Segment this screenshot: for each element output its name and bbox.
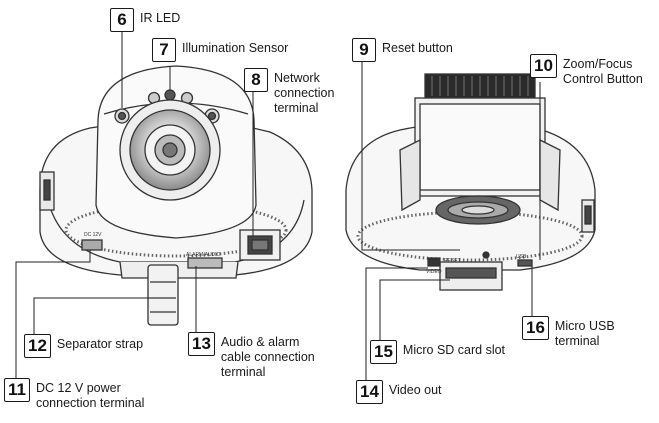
callout-network-terminal: 8 Network connection terminal (244, 68, 334, 116)
callout-dc-power-terminal: 11 DC 12 V power connection terminal (4, 378, 144, 411)
callout-ir-led: 6 IR LED (110, 8, 180, 32)
callout-illumination-sensor: 7 Illumination Sensor (152, 38, 288, 62)
leader-15 (379, 279, 450, 345)
video-marking: VIDEO (426, 269, 442, 275)
callout-label: Video out (388, 383, 442, 397)
callout-reset-button: 9 Reset button (352, 38, 453, 62)
dc-marking: DC 12V (84, 232, 102, 238)
usb-marking: USB (516, 254, 527, 260)
leader-11 (15, 250, 91, 380)
leader-lines (15, 30, 541, 380)
callout-label: Micro USB terminal (554, 319, 615, 348)
alarm-audio-marking: ALARM/AUDIO (186, 252, 221, 258)
callout-number: 13 (188, 332, 215, 356)
callout-label: Network connection terminal (274, 71, 335, 115)
leader-12 (33, 297, 150, 345)
callout-number: 9 (352, 38, 376, 62)
callout-micro-usb-terminal: 16 Micro USB terminal (522, 316, 615, 349)
callout-separator-strap: 12 Separator strap (24, 334, 143, 358)
callout-label: Illumination Sensor (182, 41, 289, 55)
callout-video-out: 14 Video out (356, 380, 442, 404)
callout-number: 10 (530, 54, 557, 78)
callout-audio-alarm-terminal: 13 Audio & alarm cable connection termin… (188, 332, 315, 380)
callout-label: DC 12 V power connection terminal (35, 381, 145, 410)
callout-number: 14 (356, 380, 383, 404)
callout-number: 6 (110, 8, 134, 32)
callout-label: Separator strap (56, 337, 144, 351)
callout-number: 12 (24, 334, 51, 358)
callout-number: 16 (522, 316, 549, 340)
rear-camera-view (345, 73, 596, 291)
callout-label: Zoom/Focus Control Button (562, 57, 643, 86)
callout-zoom-focus-button: 10 Zoom/Focus Control Button (530, 54, 643, 87)
callout-micro-sd-slot: 15 Micro SD card slot (370, 340, 505, 364)
reset-marking: RESET (444, 258, 461, 264)
front-camera-view (39, 65, 313, 326)
callout-label: IR LED (140, 11, 181, 25)
callout-label: Reset button (382, 41, 453, 55)
callout-number: 15 (370, 340, 397, 364)
callout-number: 7 (152, 38, 176, 62)
leader-9 (361, 58, 460, 251)
callout-number: 8 (244, 68, 268, 92)
callout-label: Micro SD card slot (402, 343, 506, 357)
callout-label: Audio & alarm cable connection terminal (220, 335, 315, 379)
leader-14 (365, 267, 428, 380)
callout-number: 11 (4, 378, 30, 402)
